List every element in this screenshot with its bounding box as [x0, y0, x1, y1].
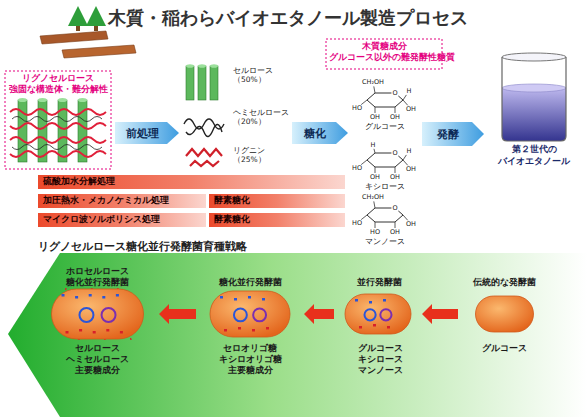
hemicellulose-chain [184, 119, 224, 137]
sugar-list: グルコース [463, 343, 547, 354]
sugar-list: セルロース ヘミセルロース 主要糖成分 [56, 343, 140, 375]
sugar-name: マンノース [364, 238, 406, 246]
microbe-node: ホロセルロース 糖化並行発酵菌セルロース ヘミセルロース 主要糖成分 [40, 260, 155, 375]
microbe-cell [200, 288, 300, 340]
atom-label: H [406, 88, 413, 95]
atom-label: CH₂OH [361, 194, 385, 201]
dotted-box: 木質糖成分グルコース以外の難発酵性糖質 [325, 38, 443, 70]
atom-label: OH [405, 221, 417, 228]
microbe-cell [338, 288, 418, 340]
microbe-name: ホロセルロース 糖化並行発酵菌 [57, 260, 139, 288]
atom-label: O [391, 205, 398, 212]
beaker-node: 第２世代の バイオエタノール [488, 48, 580, 183]
microbe-name: 伝統的な発酵菌 [464, 260, 546, 288]
microbe-node: 並行発酵菌グルコース キシロース マンノース [338, 260, 418, 375]
atom-label: OH [389, 114, 401, 121]
arrow-text: 糖化 [304, 126, 326, 141]
atom-label: OH [405, 106, 417, 113]
bar-text: 酵素糖化 [214, 214, 250, 226]
beaker-text: 第２世代の バイオエタノール [492, 144, 576, 167]
dotbox-text: グルコース以外の難発酵性糖質 [329, 52, 439, 63]
bar-text: 硫酸加水分解処理 [43, 176, 115, 188]
treatment-bar: 酵素糖化 [209, 213, 345, 227]
dotbox-text: 強固な構造体・難分解性 [8, 84, 108, 95]
atom-label: OH [369, 174, 381, 181]
arrow-text: 発酵 [437, 127, 459, 142]
sugar-structures [361, 86, 408, 228]
microbe-cell [462, 288, 547, 340]
atom-label: H [370, 142, 377, 149]
process-arrow: 発酵 [422, 122, 484, 146]
sugar-name: グルコース [364, 123, 406, 131]
atom-label: HO [351, 165, 363, 172]
microbe-name: 並行発酵菌 [338, 260, 420, 288]
atom-label: OH [369, 114, 381, 121]
bar-text: 酵素糖化 [214, 195, 250, 207]
diagram-title: 木質・稲わらバイオエタノール製造プロセス [108, 6, 468, 30]
wood-planks [40, 31, 136, 58]
dotted-box: リグノセルロース強固な構造体・難分解性 [4, 70, 112, 170]
microbe-cell [40, 288, 155, 340]
treatment-bar: マイクロ波ソルボリシス処理 [38, 213, 206, 227]
arrow-text: 前処理 [126, 126, 159, 141]
bar-text: マイクロ波ソルボリシス処理 [43, 214, 160, 226]
atom-label: HO [369, 229, 381, 236]
bar-text: 加圧熱水・メカノケミカル処理 [43, 195, 169, 207]
dotbox-text: リグノセルロース [8, 73, 108, 84]
process-arrow: 糖化 [292, 122, 348, 144]
sugar-list: グルコース キシロース マンノース [338, 343, 422, 375]
strategy-band: リグノセルロース糖化並行発酵菌育種戦略ホロセルロース 糖化並行発酵菌セルロース … [0, 236, 587, 417]
dotbox-text: 木質糖成分 [329, 41, 439, 52]
component-label: セルロース （50%） [233, 66, 291, 85]
atom-label: O [391, 150, 398, 157]
treatment-bar: 硫酸加水分解処理 [38, 175, 345, 189]
sugar-list: セロオリゴ糖 キシロオリゴ糖 主要糖成分 [208, 343, 292, 375]
atom-label: CH₂OH [361, 79, 385, 86]
trees [68, 6, 106, 31]
atom-label: O [391, 90, 398, 97]
lignin-network [186, 149, 222, 166]
cellulose-rods [186, 64, 218, 100]
microbe-node: 伝統的な発酵菌グルコース [462, 260, 547, 354]
atom-label: OH [389, 174, 401, 181]
atom-label: H [406, 148, 413, 155]
atom-label: HO [351, 105, 363, 112]
process-arrow: 前処理 [115, 122, 179, 144]
microbe-node: 糖化並行発酵菌セロオリゴ糖 キシロオリゴ糖 主要糖成分 [200, 260, 300, 375]
atom-label: HO [351, 220, 363, 227]
band-text: リグノセルロース糖化並行発酵菌育種戦略 [38, 239, 587, 254]
microbe-name: 糖化並行発酵菌 [209, 260, 291, 288]
treatment-bar: 加圧熱水・メカノケミカル処理 [38, 194, 206, 208]
atom-label: OH [389, 229, 401, 236]
atom-label: OH [405, 166, 417, 173]
component-label: ヘミセルロース （20%） [233, 108, 291, 127]
sugar-name: キシロース [364, 183, 406, 191]
component-label: リグニン （25%） [233, 146, 291, 165]
treatment-bar: 酵素糖化 [209, 194, 345, 208]
